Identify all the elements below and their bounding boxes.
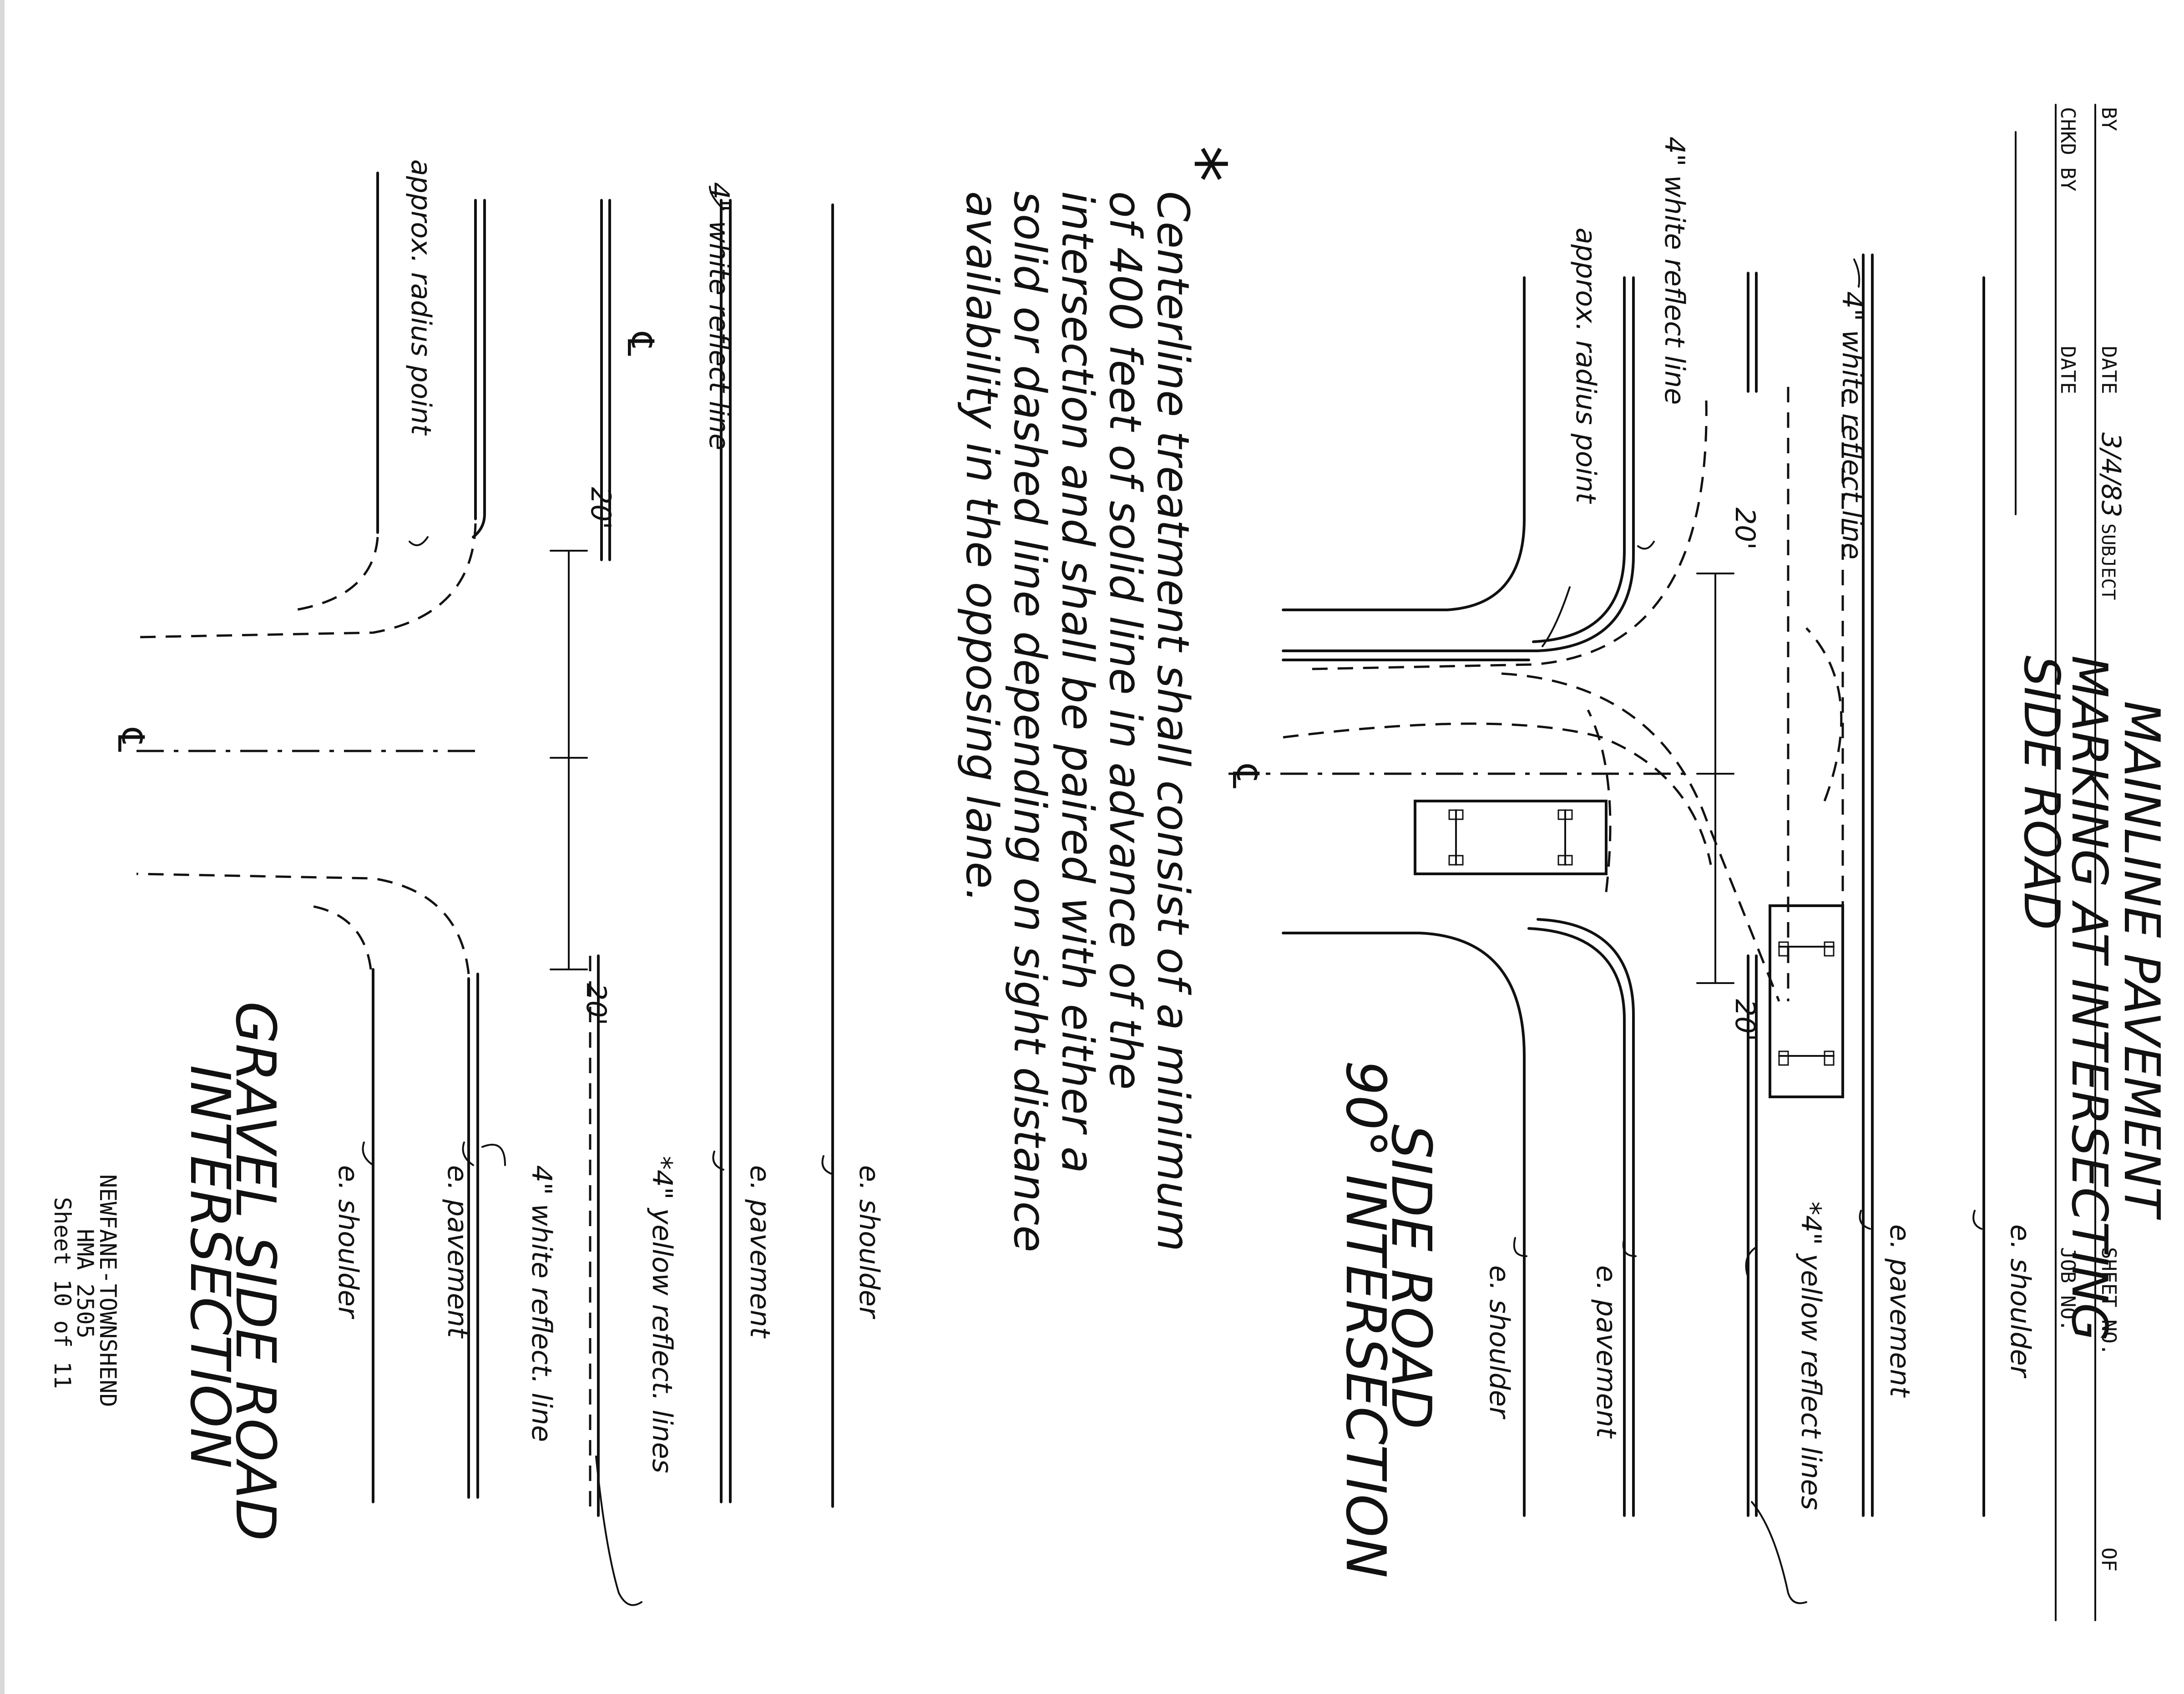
top-leader-1 [1853,259,1860,288]
sheet-no-label: SHEET NO. [2097,1247,2120,1355]
top-leader-4 [1972,1210,1982,1230]
top-turn-path-4 [1587,709,1612,893]
top-intersection-diagram: 4" white reflect line 4" white reflect l… [1224,137,2036,1604]
top-pavement-curve-left [1282,276,1635,652]
top-vehicle-1 [1414,800,1608,875]
bottom-gravel-radius-1 [136,523,477,639]
top-turn-path-3 [1283,722,1712,865]
date-value: 3/4/83 [2096,432,2127,517]
bottom-gravel-radius-3 [136,872,470,974]
bottom-label-radius: approx. radius point [405,159,437,436]
top-label-pavement-bottom: e. pavement [1590,1265,1622,1439]
note-line-5: availability in the opposing lane. [956,191,1007,903]
bottom-label-dim-right: 20' [580,983,612,1025]
bottom-intersection-diagram: 4" white reflect line approx. radius poi… [110,159,885,1606]
top-vehicle-2 [1769,904,1844,1098]
job-no-label: JOB NO. [2056,1247,2079,1331]
top-pavement-curve-right-inner [1527,927,1626,1517]
top-leader-3 [1542,586,1571,647]
top-leader-8 [1622,1237,1637,1257]
bottom-leader-7 [462,1141,474,1166]
bottom-label-cl-side: ℄ [110,724,152,756]
bottom-leader-6 [481,1144,506,1166]
bottom-label-pavement-bottom: e. pavement [441,1165,473,1339]
date2-label: DATE [2056,346,2079,394]
centerline-note: * Centerline treatment shall consist of … [956,146,1242,1252]
top-pavement-curve-right [1537,918,1635,1517]
bottom-caption-line-1: GRAVEL SIDE ROAD [223,1001,287,1541]
bottom-label-pavement: e. pavement [744,1165,776,1339]
top-caption-line-2: 90° INTERSECTION [1334,1060,1397,1578]
top-shoulder-curve-left [1282,276,1526,611]
title-block: NEWFANE-TOWNSHEND HMA 2505 Sheet 10 of 1… [49,1174,121,1407]
top-label-radius: approx. radius point [1570,228,1602,504]
bottom-leader-3 [821,1155,834,1175]
subject-line-1: MAINLINE PAVEMENT [2113,701,2170,1220]
note-line-4: solid or dashed line depending on sight … [1004,191,1055,1252]
title-block-line-1: NEWFANE-TOWNSHEND [95,1174,121,1407]
subject-label: SUBJECT [2098,523,2118,600]
top-label-yellow: *4" yellow reflect lines [1795,1202,1827,1510]
bottom-label-yellow: *4" yellow reflect. lines [646,1156,678,1473]
top-label-white-reflect-2: 4" white reflect line [1658,137,1690,405]
bottom-leader-8 [362,1141,374,1166]
bottom-label-shoulder-bottom: e. shoulder [332,1165,364,1319]
top-leader-6 [1745,1246,1757,1275]
top-pavement-curve-left-inner [1532,276,1626,643]
note-asterisk: * [1157,146,1242,182]
top-turn-path-1 [1310,400,1708,670]
top-label-dim-left: 20' [1729,507,1761,550]
bottom-gravel-radius-2 [295,537,379,611]
bottom-label-shoulder: e. shoulder [853,1165,885,1319]
note-line-3: intersection and shall be paired with ei… [1052,191,1103,1173]
note-line-2: of 400 feet of solid line in advance of … [1100,191,1151,1090]
top-label-dim-right: 20' [1729,999,1761,1041]
top-label-white-reflect-1: 4" white reflect line [1836,291,1868,559]
bottom-leader-4 [712,1151,724,1171]
top-turn-path-5 [1805,627,1843,801]
chkd-label: CHKD BY [2056,107,2079,191]
top-label-pavement: e. pavement [1884,1224,1916,1398]
top-leader-7 [1751,1501,1807,1604]
top-label-centerline: ℄ [1224,760,1267,793]
bottom-label-cl-road: ℄ [619,328,662,360]
bottom-leader-2 [409,536,429,546]
bottom-label-white-reflect-2: 4" white reflect. line [526,1165,557,1442]
top-leader-9 [1513,1237,1527,1257]
note-line-1: Centerline treatment shall consist of a … [1148,191,1198,1252]
top-shoulder-curve-right [1282,932,1526,1517]
bottom-leader-1 [709,186,724,210]
title-block-line-2: HMA 2505 [72,1229,98,1339]
of-label: OF [2097,1547,2120,1572]
date-label: DATE [2097,346,2120,394]
bottom-label-white-reflect: 4" white reflect line [703,182,735,450]
top-label-shoulder: e. shoulder [2004,1224,2036,1379]
header-block: BY CHKD BY DATE 3/4/83 DATE SUBJECT MAIN… [2013,104,2170,1621]
top-label-shoulder-bottom: e. shoulder [1483,1265,1515,1420]
bottom-leader-5 [595,1456,642,1606]
subject-line-3: SIDE ROAD [2013,655,2070,930]
bottom-label-dim-left: 20' [585,487,617,529]
bottom-caption-line-2: INTERSECTION [178,1065,241,1468]
subject-line-2: MARKING AT INTERSECTING [2061,655,2118,1341]
by-label: BY [2097,107,2120,131]
scan-edge [0,0,5,1694]
title-block-line-3: Sheet 10 of 11 [49,1197,76,1389]
top-caption-line-1: SIDE ROAD [1379,1124,1442,1429]
bottom-gravel-radius-4 [309,904,372,970]
top-turn-path-2 [1501,672,1780,1002]
top-leader-5 [1859,1210,1871,1230]
top-leader-2 [1637,541,1655,550]
